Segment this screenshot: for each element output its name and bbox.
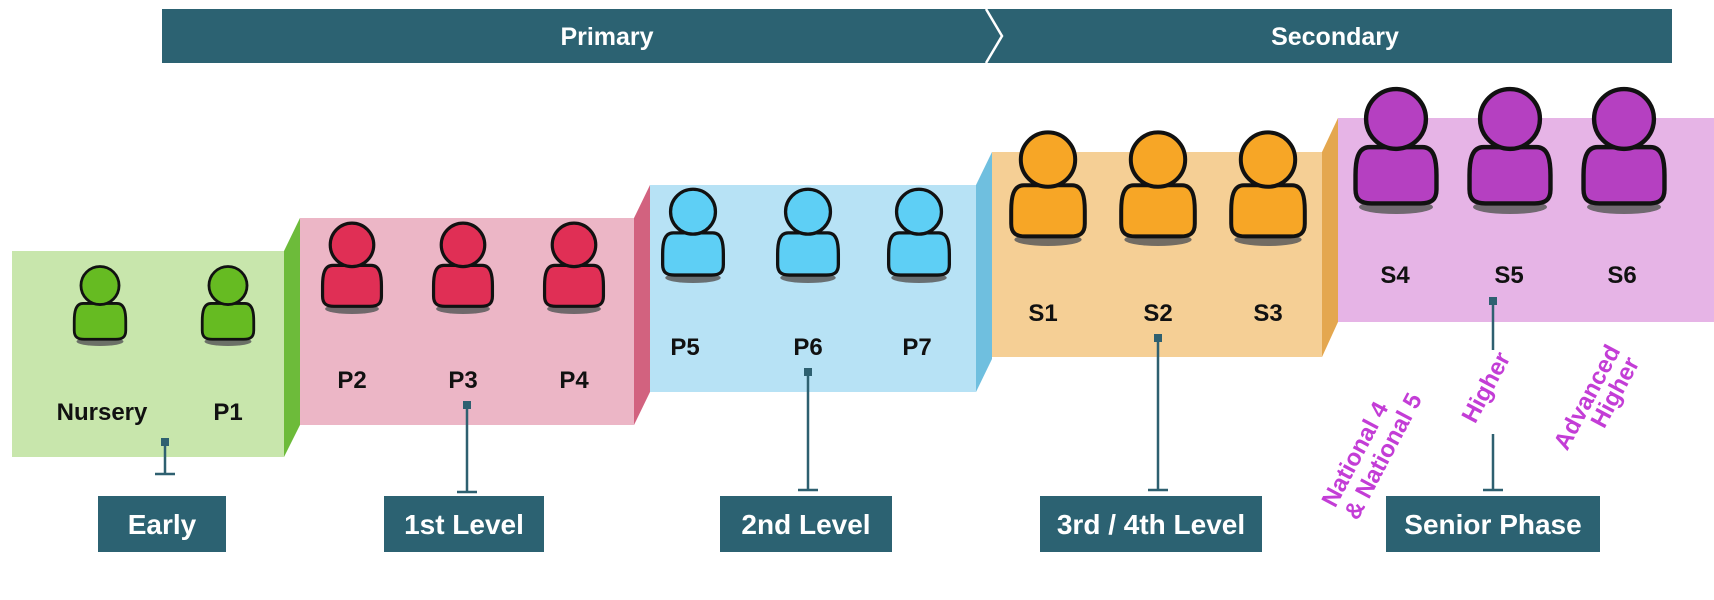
year-p7: P7 — [902, 334, 931, 361]
phase-banner: Primary Secondary — [162, 8, 1672, 64]
figures-third-level — [1009, 130, 1307, 246]
person-p1-icon — [200, 265, 256, 346]
person-s5-icon — [1470, 89, 1551, 214]
year-s2: S2 — [1143, 300, 1172, 327]
stage-early-label: Early — [128, 509, 197, 540]
stage-early: Early — [98, 496, 226, 552]
stage-senior-phase: Senior Phase — [1386, 496, 1600, 552]
person-s1-icon — [1009, 130, 1087, 246]
person-p4-icon — [542, 221, 606, 314]
year-s5: S5 — [1494, 262, 1523, 289]
stage-second-level-label: 2nd Level — [741, 509, 870, 540]
stage-first-level-label: 1st Level — [404, 509, 524, 540]
connector-senior-phase — [1483, 297, 1503, 492]
step-second-side — [976, 152, 992, 392]
person-p5-icon — [660, 187, 726, 283]
year-p5: P5 — [670, 334, 699, 361]
figures-senior-phase — [1356, 89, 1665, 214]
year-p2: P2 — [337, 367, 366, 394]
person-p2-icon — [320, 221, 384, 314]
stage-first-level: 1st Level — [384, 496, 544, 552]
year-s4: S4 — [1380, 262, 1410, 289]
person-s2-icon — [1119, 130, 1197, 246]
stage-senior-phase-label: Senior Phase — [1404, 509, 1581, 540]
person-s6-icon — [1584, 89, 1665, 214]
person-nursery-icon — [72, 265, 128, 346]
step-first-side — [634, 185, 650, 425]
connector-third-level — [1148, 334, 1168, 492]
year-s1: S1 — [1028, 300, 1057, 327]
step-third-side — [1322, 118, 1338, 357]
year-p6: P6 — [793, 334, 822, 361]
secondary-banner — [988, 9, 1672, 63]
year-p3: P3 — [448, 367, 477, 394]
qualification-higher: Higher — [1457, 348, 1517, 428]
connector-second-level — [798, 368, 818, 492]
stage-third-fourth-level: 3rd / 4th Level — [1040, 496, 1262, 552]
year-p1: P1 — [213, 399, 242, 426]
stage-third-fourth-level-label: 3rd / 4th Level — [1057, 509, 1245, 540]
secondary-label: Secondary — [1271, 23, 1399, 51]
figures-second-level — [660, 187, 952, 283]
step-early-side — [284, 218, 300, 457]
year-p4: P4 — [559, 367, 589, 394]
person-s3-icon — [1229, 130, 1307, 246]
primary-banner — [162, 9, 988, 63]
connector-first-level — [457, 401, 477, 494]
year-nursery: Nursery — [57, 399, 148, 426]
banner-divider-chevron — [984, 8, 1004, 64]
year-s6: S6 — [1607, 262, 1636, 289]
person-s4-icon — [1356, 89, 1437, 214]
person-p6-icon — [775, 187, 841, 283]
person-p7-icon — [886, 187, 952, 283]
person-p3-icon — [431, 221, 495, 314]
figures-first-level — [320, 221, 606, 314]
primary-label: Primary — [560, 23, 653, 51]
stage-second-level: 2nd Level — [720, 496, 892, 552]
step-early — [12, 218, 300, 457]
connector-early — [155, 438, 175, 476]
year-s3: S3 — [1253, 300, 1282, 327]
